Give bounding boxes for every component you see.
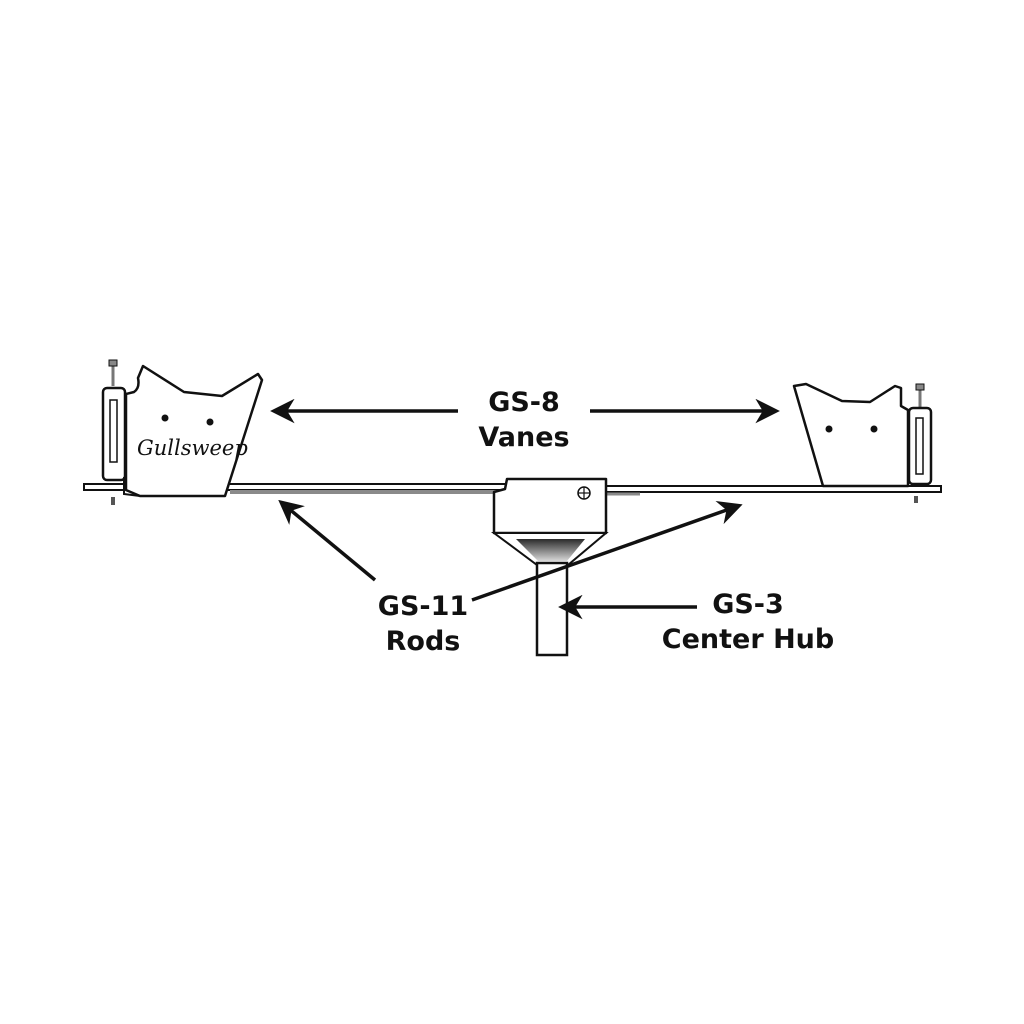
right-vane xyxy=(792,382,933,503)
hub-code: GS-3 xyxy=(712,589,784,620)
vanes-label: GS-8 Vanes xyxy=(478,387,569,453)
rods-label: GS-11 Rods xyxy=(378,591,468,657)
left-vane: Gullsweep xyxy=(101,359,264,505)
center-hub xyxy=(490,477,609,657)
hub-label: GS-3 Center Hub xyxy=(662,589,834,655)
hub-name: Center Hub xyxy=(662,624,834,655)
vanes-code: GS-8 xyxy=(488,387,560,418)
rods-code: GS-11 xyxy=(378,591,468,622)
eye-icon xyxy=(161,414,169,422)
eye-icon xyxy=(870,425,878,433)
rods-name: Rods xyxy=(386,626,461,657)
rods-callout-arrows xyxy=(278,499,743,602)
eye-icon xyxy=(206,418,214,426)
eye-icon xyxy=(825,425,833,433)
vanes-name: Vanes xyxy=(478,422,569,453)
brand-text: Gullsweep xyxy=(137,436,248,460)
